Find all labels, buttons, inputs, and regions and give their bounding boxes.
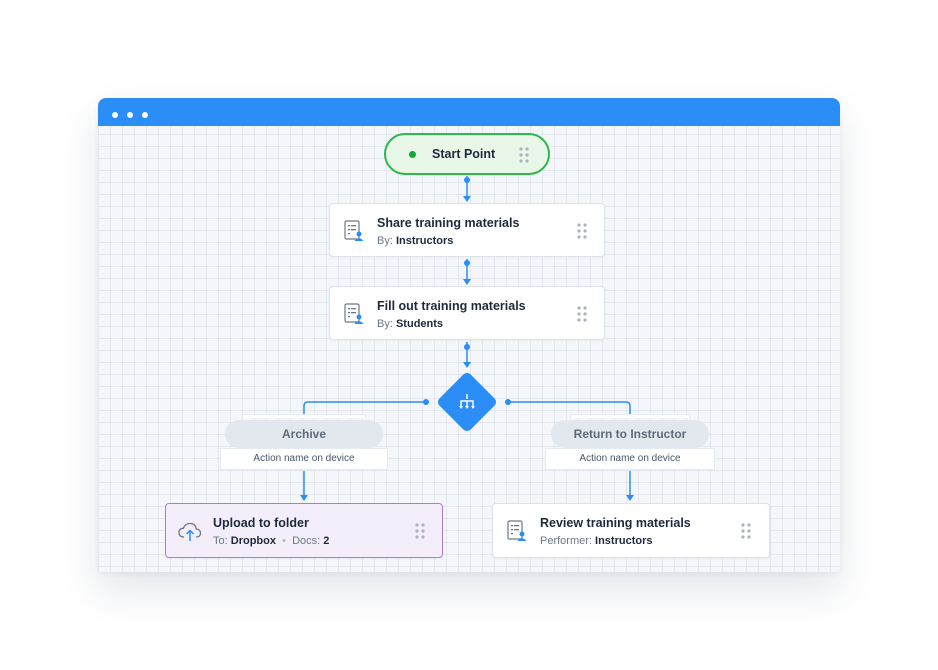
step-details: To: Dropbox • Docs: 2 [213, 535, 330, 547]
branch-caption: Action name on device [545, 448, 715, 470]
form-user-icon [344, 303, 364, 324]
cloud-upload-icon [178, 522, 202, 541]
step-review-training-materials[interactable]: Review training materials Performer: Ins… [492, 503, 770, 558]
branch-caption: Action name on device [220, 448, 388, 470]
arrow-head [463, 196, 471, 202]
connector-dot [464, 177, 470, 183]
decision-node[interactable] [436, 371, 498, 433]
connector-dot [505, 399, 511, 405]
start-point-node[interactable]: Start Point [384, 133, 550, 175]
step-assignee: Performer: Instructors [540, 535, 653, 547]
branch-label-archive[interactable]: Archive [225, 420, 383, 448]
drag-handle-icon[interactable] [414, 523, 426, 539]
branch-label-return-to-instructor[interactable]: Return to Instructor [551, 420, 709, 448]
start-point-label: Start Point [432, 147, 496, 161]
window-dot-icon[interactable] [112, 112, 118, 118]
step-title: Upload to folder [213, 516, 309, 530]
step-title: Fill out training materials [377, 299, 526, 313]
drag-handle-icon[interactable] [740, 523, 752, 539]
form-user-icon [344, 220, 364, 241]
branch-tab [570, 414, 690, 418]
window-dot-icon[interactable] [142, 112, 148, 118]
drag-handle-icon[interactable] [576, 306, 588, 322]
step-assignee: By: Instructors [377, 235, 454, 247]
green-dot-icon [409, 151, 416, 158]
arrow-head [300, 495, 308, 501]
step-upload-to-folder[interactable]: Upload to folder To: Dropbox • Docs: 2 [165, 503, 443, 558]
connector-dot [464, 260, 470, 266]
arrow-head [626, 495, 634, 501]
connector-decision-right [508, 401, 631, 416]
connector-decision-left [303, 401, 426, 416]
arrow-head [463, 362, 471, 368]
connector-dot [464, 344, 470, 350]
step-assignee: By: Students [377, 318, 444, 330]
form-user-icon [507, 520, 527, 541]
branch-tab [242, 414, 366, 418]
window-dot-icon[interactable] [127, 112, 133, 118]
flow-editor-window: Start Point Share training materials By:… [98, 98, 840, 572]
step-share-training-materials[interactable]: Share training materials By: Instructors [329, 203, 605, 257]
connector-dot [423, 399, 429, 405]
step-fill-out-training-materials[interactable]: Fill out training materials By: Students [329, 286, 605, 340]
window-titlebar [98, 98, 840, 126]
step-title: Share training materials [377, 216, 520, 230]
flow-connectors [300, 176, 634, 501]
arrow-head [463, 279, 471, 285]
drag-handle-icon[interactable] [518, 147, 530, 163]
drag-handle-icon[interactable] [576, 223, 588, 239]
step-title: Review training materials [540, 516, 691, 530]
